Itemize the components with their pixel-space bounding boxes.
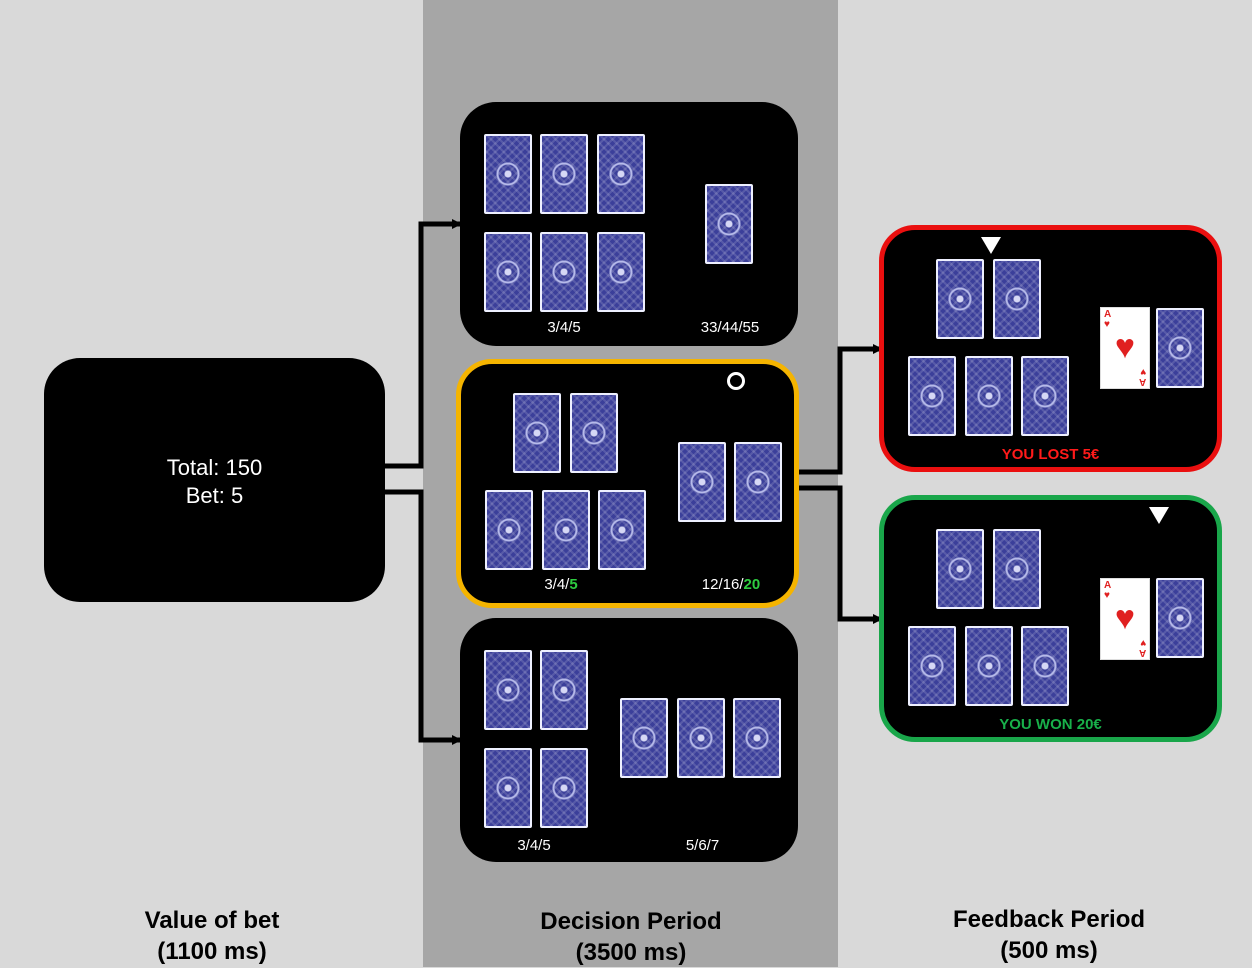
card-back <box>993 529 1041 609</box>
card-back <box>1021 356 1069 436</box>
ace-corner-bottom: A♥ <box>1138 637 1146 658</box>
card-back <box>965 626 1013 706</box>
left-values-prefix: 3/4/ <box>544 576 570 593</box>
draw-pointer-triangle <box>981 237 1001 254</box>
right-deck-values: 12/16/20 <box>686 576 776 593</box>
heart-icon: ♥ <box>1114 328 1136 366</box>
title-line: Value of bet <box>144 907 280 934</box>
result-won-text: YOU WON 20€ <box>999 716 1102 733</box>
right-deck-values: 5/6/7 <box>685 837 720 854</box>
ace-suit-bottom: ♥ <box>1140 637 1146 648</box>
value-of-bet-title: Value of bet (1100 ms) <box>62 905 362 967</box>
card-back <box>540 748 588 828</box>
right-deck-values: 33/44/55 <box>700 319 760 336</box>
title-line: Feedback Period <box>952 906 1146 933</box>
feedback-won-panel: A♥ ♥ A♥ YOU WON 20€ <box>879 495 1222 742</box>
ace-suit-top: ♥ <box>1104 319 1110 330</box>
card-back <box>936 529 984 609</box>
ace-corner-top: A♥ <box>1104 581 1111 601</box>
ace-of-hearts-card: A♥ ♥ A♥ <box>1100 307 1150 389</box>
ace-rank-top: A <box>1104 580 1112 591</box>
feedback-lost-panel: A♥ ♥ A♥ YOU LOST 5€ <box>879 225 1222 472</box>
card-back <box>484 650 532 730</box>
total-label: Total: 150 <box>166 455 263 480</box>
title-line: Decision Period <box>540 908 722 935</box>
arrow-to-top-option <box>384 219 462 469</box>
heart-icon: ♥ <box>1114 599 1136 637</box>
decision-option-bottom[interactable]: 3/4/5 5/6/7 <box>460 618 798 862</box>
title-duration: (1100 ms) <box>157 938 267 965</box>
card-back <box>540 232 588 312</box>
title-duration: (3500 ms) <box>575 939 687 966</box>
ace-suit-bottom: ♥ <box>1140 366 1146 377</box>
card-back <box>484 134 532 214</box>
selection-cursor-circle <box>727 372 745 390</box>
title-duration: (500 ms) <box>1000 937 1098 964</box>
ace-suit-top: ♥ <box>1104 590 1110 601</box>
bet-label: Bet: 5 <box>185 483 244 508</box>
left-deck-values: 3/4/5 <box>547 319 581 336</box>
ace-rank-top: A <box>1104 309 1112 320</box>
card-back <box>485 490 533 570</box>
card-back <box>1021 626 1069 706</box>
arrow-to-won-feedback <box>798 485 883 624</box>
feedback-period-column <box>838 0 1252 967</box>
card-back <box>484 232 532 312</box>
draw-pointer-triangle <box>1149 507 1169 524</box>
arrow-to-bottom-option <box>384 489 462 745</box>
ace-corner-top: A♥ <box>1104 310 1111 330</box>
card-back <box>936 259 984 339</box>
card-back <box>620 698 668 778</box>
bet-panel: Total: 150 Bet: 5 <box>44 358 385 602</box>
card-back <box>513 393 561 473</box>
card-back <box>597 134 645 214</box>
ace-of-hearts-card: A♥ ♥ A♥ <box>1100 578 1150 660</box>
card-back <box>965 356 1013 436</box>
card-back <box>733 698 781 778</box>
decision-option-selected[interactable]: 3/4/5 12/16/20 <box>456 359 799 608</box>
left-values-highlight: 5 <box>569 576 578 593</box>
card-back <box>734 442 782 522</box>
decision-option-top[interactable]: 3/4/5 33/44/55 <box>460 102 798 346</box>
left-deck-values: 3/4/5 <box>517 837 551 854</box>
card-back <box>597 232 645 312</box>
result-lost-text: YOU LOST 5€ <box>1001 446 1100 463</box>
card-back <box>570 393 618 473</box>
card-back <box>908 356 956 436</box>
card-back <box>542 490 590 570</box>
card-back <box>540 134 588 214</box>
ace-rank-bottom: A <box>1138 647 1146 658</box>
card-back <box>908 626 956 706</box>
card-back <box>598 490 646 570</box>
card-back <box>705 184 753 264</box>
card-back <box>1156 308 1204 388</box>
right-values-highlight: 20 <box>743 576 761 593</box>
decision-period-title: Decision Period (3500 ms) <box>481 906 781 968</box>
feedback-period-title: Feedback Period (500 ms) <box>899 904 1199 966</box>
card-back <box>678 442 726 522</box>
card-back <box>1156 578 1204 658</box>
card-back <box>484 748 532 828</box>
card-back <box>993 259 1041 339</box>
card-back <box>540 650 588 730</box>
ace-rank-bottom: A <box>1138 376 1146 387</box>
ace-corner-bottom: A♥ <box>1138 366 1146 387</box>
card-back <box>677 698 725 778</box>
arrow-to-lost-feedback <box>798 344 883 475</box>
right-values-prefix: 12/16/ <box>701 576 744 593</box>
left-deck-values: 3/4/5 <box>531 576 591 593</box>
